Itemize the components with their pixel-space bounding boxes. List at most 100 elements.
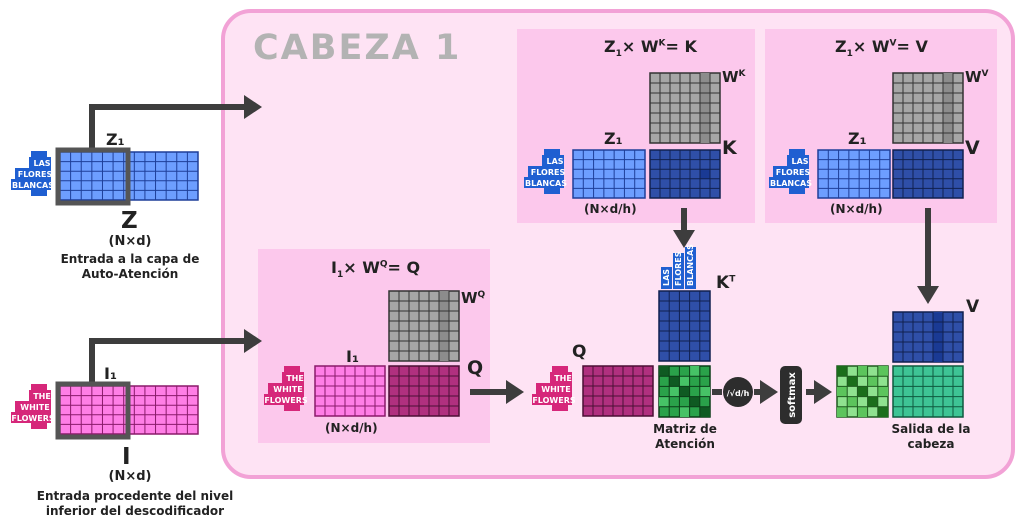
- scale-circle: [723, 377, 753, 407]
- panel-q-tokens-word: FLOWERS: [264, 396, 308, 405]
- z-tokens-bottom: [31, 190, 47, 196]
- k-output: [649, 149, 721, 199]
- panel-k-tokens-word: LAS: [546, 157, 563, 166]
- attention-weights-cell: [867, 376, 878, 387]
- arrow-i-head: [244, 329, 262, 353]
- panel-v-tokens-word: BLANCAS: [770, 179, 812, 188]
- panel-v-tokens-word: LAS: [791, 157, 808, 166]
- i-tokens-bar: [11, 412, 51, 423]
- q-output-bg: [388, 365, 460, 417]
- panel-v-z1: [817, 149, 891, 199]
- arrow-softmax-weights-head: [814, 380, 832, 404]
- panel-v-tokens-bar: [773, 166, 809, 177]
- attention-weights-cell: [877, 366, 888, 377]
- panel-v-tokens-word: FLORES: [776, 168, 811, 177]
- arrow-v-down-head: [917, 286, 939, 304]
- panel-v-slice-label: Z₁: [848, 129, 867, 148]
- panel-k-tokens-top: [544, 149, 560, 155]
- arrow-i-to-head-shaft: [89, 338, 245, 385]
- panel-q-tokens-word: THE: [286, 374, 304, 383]
- i-tokens-word: WHITE: [20, 403, 49, 412]
- attention-v-bg: [892, 311, 964, 363]
- panel-k-z1-bg: [572, 149, 646, 199]
- i-tokens-word: THE: [33, 392, 51, 401]
- attention-matrix-cell: [659, 396, 670, 407]
- panel-k-slice-label: Z₁: [604, 129, 623, 148]
- attention-matrix-cell: [669, 376, 680, 387]
- attention-weights-cell: [877, 386, 888, 397]
- wq-matrix-cell: [439, 321, 449, 331]
- z-tokens-word: LAS: [33, 159, 50, 168]
- wk-matrix-cell: [700, 93, 710, 103]
- panel-k-tokens-bar: [524, 177, 564, 188]
- attention-weights-cell: [867, 396, 878, 407]
- attention-q-label: Q: [572, 342, 587, 362]
- wq-matrix-cell: [439, 301, 449, 311]
- arrow-z-to-head: [89, 104, 245, 150]
- arrow-k-down-head: [673, 230, 695, 248]
- wq-matrix: [388, 290, 460, 362]
- head-output-bg: [892, 365, 964, 418]
- wv-matrix-cell: [943, 123, 953, 133]
- attention-q-tokens-word: THE: [554, 374, 572, 383]
- wv-matrix: [892, 72, 964, 144]
- i-tokens-word: FLOWERS: [11, 414, 55, 423]
- attention-weights-cell: [847, 396, 858, 407]
- panel-q-tokens-bar: [264, 394, 304, 405]
- kt-tokens-word: BLANCAS: [686, 244, 695, 286]
- attention-weights-cell: [877, 406, 888, 417]
- z-big-label: Z: [121, 208, 138, 234]
- attention-q-tokens-bottom: [552, 405, 568, 411]
- i-tokens-bar: [15, 401, 51, 412]
- attention-v-cell: [933, 342, 943, 352]
- attention-q-tokens-word: FLOWERS: [532, 396, 576, 405]
- wk-matrix-cell: [700, 103, 710, 113]
- kt-matrix: [658, 290, 711, 362]
- i-slice-label: I₁: [104, 364, 117, 383]
- panel-v-tokens: LAS FLORES BLANCAS: [769, 149, 812, 194]
- panel-q-tokens-bottom: [284, 405, 300, 411]
- z-dims: (N×d): [108, 234, 152, 249]
- wk-matrix-cell: [700, 83, 710, 93]
- arrow-i-to-head: [89, 338, 245, 385]
- attention-matrix-cell: [679, 386, 690, 397]
- i-tokens-bar: [29, 390, 51, 401]
- wk-matrix-cell: [700, 123, 710, 133]
- panel-q-i1: [314, 365, 386, 417]
- z-tokens-bar: [11, 179, 51, 190]
- panel-v-tokens-bottom: [789, 188, 805, 194]
- wk-matrix-cell: [700, 73, 710, 83]
- v-output-label: V: [965, 137, 980, 159]
- wv-matrix-cell: [943, 93, 953, 103]
- wq-matrix-cell: [439, 291, 449, 301]
- softmax-label: softmax: [787, 372, 798, 418]
- wv-label: WV: [965, 68, 989, 86]
- attention-weights-cell: [857, 366, 868, 377]
- panel-k-tokens-word: FLORES: [531, 168, 566, 177]
- q-output: [388, 365, 460, 417]
- z-tokens-top: [31, 151, 47, 157]
- i-tokens: THE WHITE FLOWERS: [11, 384, 55, 429]
- z-tokens-word: FLORES: [18, 170, 53, 179]
- attention-matrix-cell: [679, 376, 690, 387]
- i-big-label: I: [122, 444, 131, 470]
- attention-v-cell: [933, 332, 943, 342]
- attention-q-tokens-top: [552, 366, 568, 372]
- attention-q-tokens-bar: [550, 372, 572, 383]
- attention-matrix-cell: [659, 366, 670, 377]
- kt-tokens-bar: [673, 253, 684, 289]
- panel-v-tokens-bar: [769, 177, 809, 188]
- z-slice-label: Z₁: [106, 130, 125, 149]
- panel-k-tokens-bottom: [544, 188, 560, 194]
- wv-matrix-cell: [943, 73, 953, 83]
- head-output: [892, 365, 964, 418]
- k-output-cell: [700, 169, 710, 179]
- attention-matrix-cell: [669, 386, 680, 397]
- panel-k-tokens-bar: [528, 166, 564, 177]
- attention-weights-cell: [847, 376, 858, 387]
